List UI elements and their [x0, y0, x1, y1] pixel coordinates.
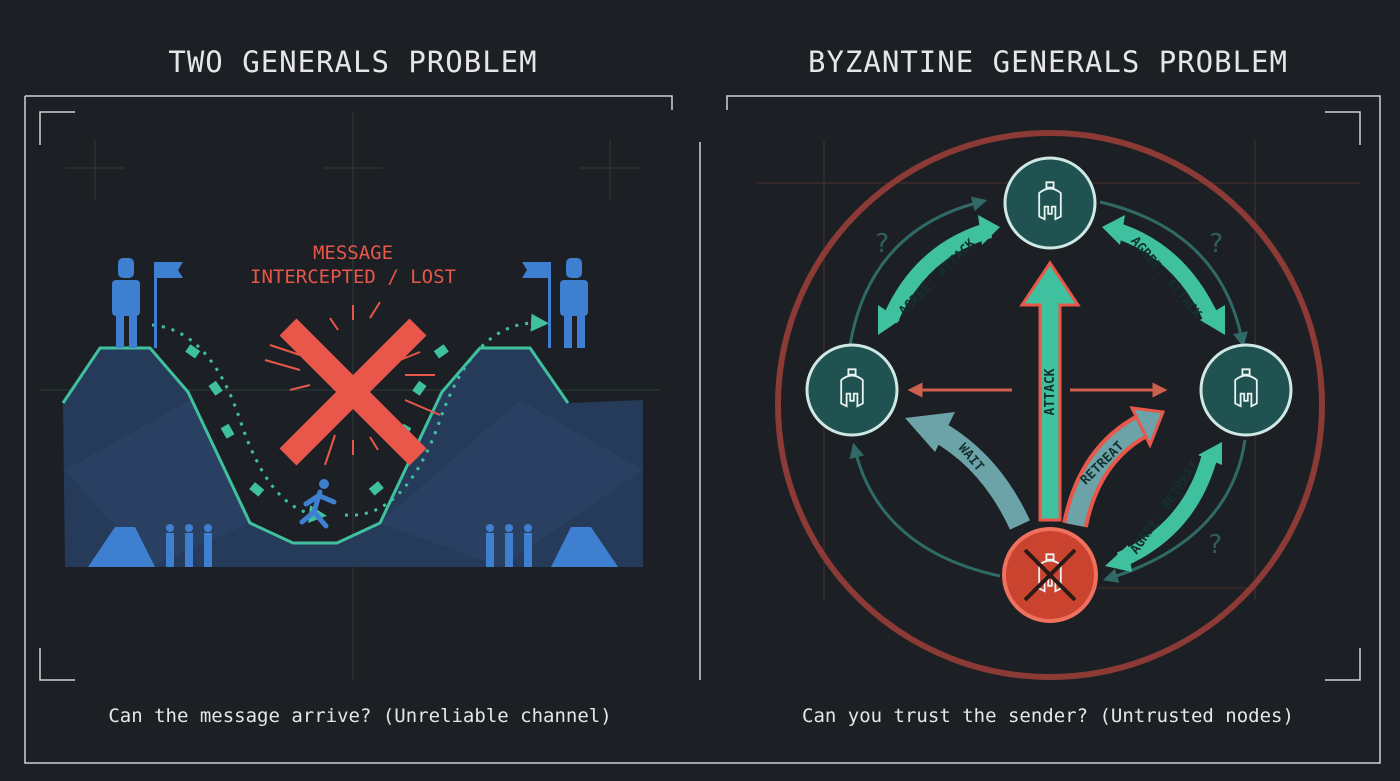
traitor-node: [1002, 527, 1098, 623]
outer-ring: [775, 130, 1325, 680]
ridge-line: [61, 346, 570, 545]
right-caption: Can you trust the sender? (Untrusted nod…: [802, 705, 1294, 727]
alert-line1: MESSAGE: [313, 242, 393, 264]
attack-arrow: [1019, 260, 1081, 522]
alert-line2: INTERCEPTED / LOST: [250, 266, 456, 288]
left-caption: Can the message arrive? (Unreliable chan…: [108, 705, 611, 727]
two-generals-scene: MESSAGE INTERCEPTED / LOST: [61, 242, 643, 567]
lost-x-icon: [264, 301, 441, 466]
camp-right-icon: [486, 524, 618, 567]
question-mark: ?: [874, 229, 890, 259]
general-left-icon: [112, 258, 183, 348]
camp-left-icon: [88, 524, 212, 567]
left-title: TWO GENERALS PROBLEM: [168, 45, 537, 79]
general-node-left: [805, 343, 899, 437]
label-attack: ATTACK: [1043, 368, 1058, 415]
runner-icon: [299, 479, 337, 529]
right-title: BYZANTINE GENERALS PROBLEM: [808, 45, 1288, 79]
general-node-right: [1199, 343, 1293, 437]
frame: [24, 95, 1381, 764]
wait-arrow: [929, 420, 1030, 530]
question-mark: ?: [1207, 530, 1223, 560]
general-right-icon: [522, 258, 588, 348]
general-node-top: [1003, 156, 1097, 250]
question-mark: ?: [1208, 229, 1224, 259]
byzantine-scene: AGREE: ATTACK AGREE: ATTACK AGREE: RETRE…: [775, 130, 1325, 680]
